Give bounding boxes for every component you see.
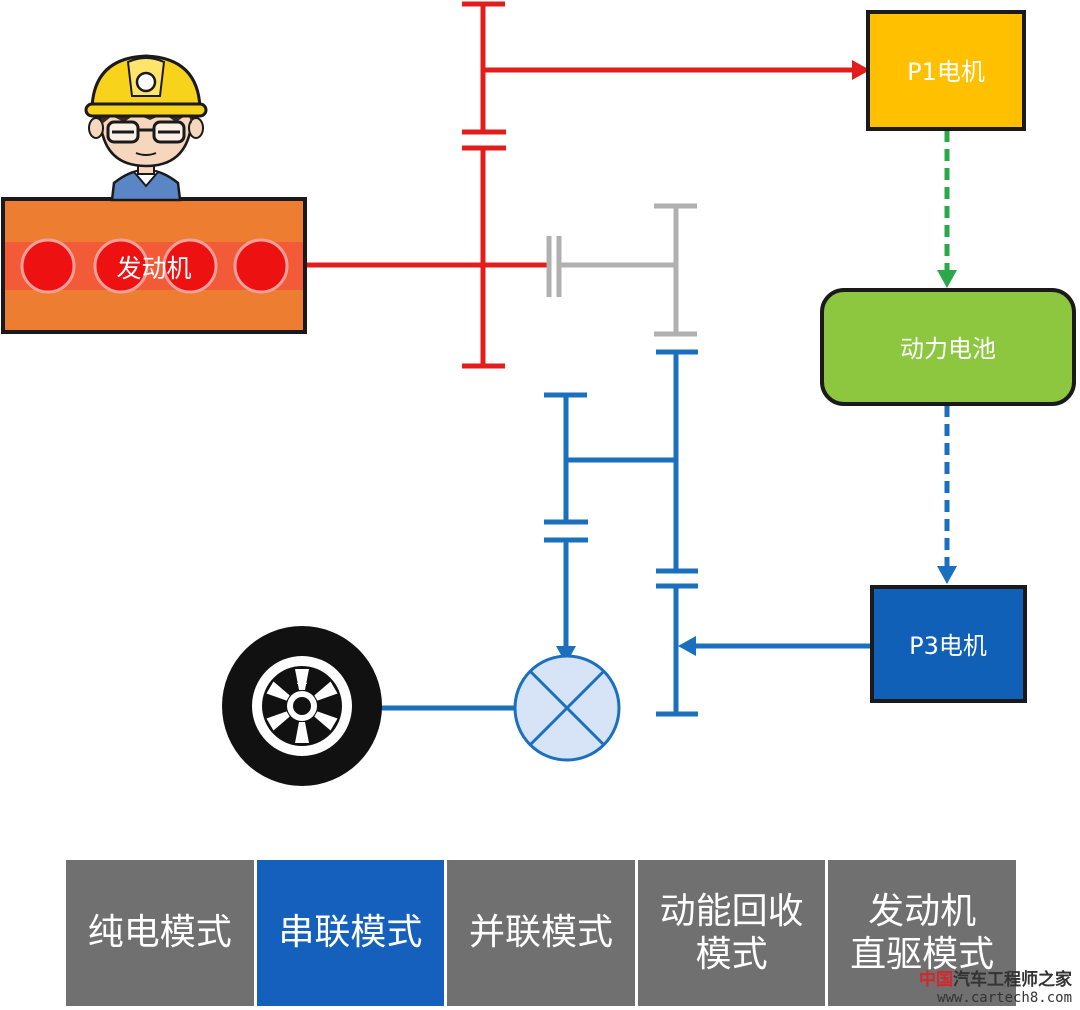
mode-button-series[interactable]: 串联模式 — [256, 860, 445, 1006]
battery-label: 动力电池 — [900, 335, 996, 363]
mode-button-pure-electric[interactable]: 纯电模式 — [66, 860, 254, 1006]
arrow-to-battery-icon — [937, 270, 957, 288]
arrow-to-p3-icon — [937, 566, 957, 584]
p3-motor-label: P3电机 — [909, 632, 987, 660]
drive-power-path — [306, 349, 870, 717]
engine-cylinder — [162, 238, 218, 294]
engine-cylinder — [20, 238, 76, 294]
mode-button-engine-direct[interactable]: 发动机 直驱模式 — [828, 860, 1016, 1006]
mode-button-parallel[interactable]: 并联模式 — [447, 860, 635, 1006]
watermark-title-red: 中国 — [919, 970, 953, 990]
p1-motor-label: P1电机 — [907, 58, 985, 86]
battery-block: 动力电池 — [820, 288, 1076, 406]
watermark-title-rest: 汽车工程师之家 — [953, 970, 1072, 990]
engine-block: 发动机 — [1, 197, 307, 334]
watermark-title: 中国汽车工程师之家 — [919, 965, 1072, 990]
p3-motor-block: P3电机 — [870, 585, 1027, 703]
engine-cylinder — [93, 238, 149, 294]
engine-label: 发动机 — [116, 254, 191, 283]
wheel-icon — [222, 626, 382, 786]
arrow-to-shaft-icon — [678, 636, 696, 656]
watermark-url: www.cartech8.com — [937, 990, 1072, 1006]
arrow-to-p1-icon — [852, 60, 870, 80]
engine-cylinder — [233, 238, 289, 294]
p1-motor-block: P1电机 — [866, 10, 1026, 131]
differential-icon — [513, 654, 621, 762]
mode-selector: 纯电模式 串联模式 并联模式 动能回收 模式 发动机 直驱模式 — [66, 860, 1016, 1006]
powertrain-diagram: P1电机 动力电池 P3电机 发动机 — [1, 1, 1076, 786]
engine-power-path — [306, 1, 858, 369]
mode-button-regeneration[interactable]: 动能回收 模式 — [637, 860, 826, 1006]
disengaged-clutch — [546, 203, 697, 337]
watermark: 中国汽车工程师之家 www.cartech8.com — [919, 965, 1072, 1006]
engineer-avatar-icon — [84, 54, 208, 202]
